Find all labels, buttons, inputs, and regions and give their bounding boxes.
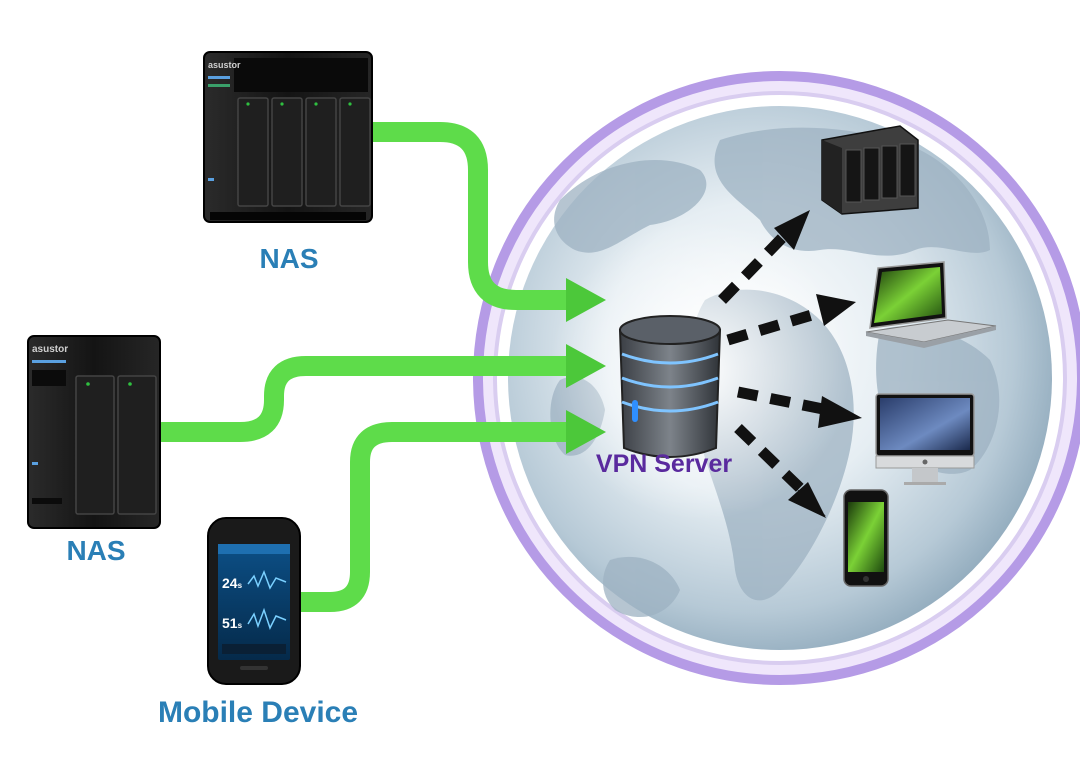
nas-top-brand: asustor bbox=[208, 60, 241, 70]
arrowhead-laptop bbox=[816, 294, 856, 326]
phone-chart-1 bbox=[247, 569, 287, 590]
flow-path-top-nas bbox=[362, 122, 582, 310]
outgoing-arrowheads bbox=[774, 210, 862, 518]
arrowhead-iphone-tip bbox=[788, 482, 826, 518]
phone-chart-2 bbox=[247, 607, 287, 630]
remote-nas-icon bbox=[821, 125, 919, 215]
phone-reading-1: 24s bbox=[222, 575, 243, 591]
mobile-device-label: Mobile Device bbox=[158, 696, 358, 729]
vpn-server-label: VPN Server bbox=[596, 450, 732, 478]
flow-path-mobile bbox=[288, 422, 582, 612]
nas-left-label: NAS bbox=[66, 535, 125, 566]
flow-arrowhead-bottom bbox=[566, 410, 606, 454]
arrowhead-imac bbox=[818, 396, 862, 428]
smartphone-icon: 24s 51s bbox=[207, 517, 301, 685]
laptop-icon bbox=[865, 261, 997, 348]
flow-pipes bbox=[152, 122, 606, 612]
nas-4bay-icon: asustor bbox=[203, 51, 373, 223]
nas-2bay-icon: asustor bbox=[27, 335, 161, 529]
nas-left-brand: asustor bbox=[32, 344, 68, 355]
nas-top-label: NAS bbox=[259, 243, 318, 274]
iphone-icon bbox=[843, 489, 889, 587]
arrow-to-laptop bbox=[726, 306, 824, 346]
phone-reading-2: 51s bbox=[222, 615, 243, 631]
arrow-to-iphone bbox=[734, 424, 806, 494]
flow-path-left-nas bbox=[152, 356, 582, 442]
outgoing-arrows bbox=[718, 234, 830, 494]
arrow-to-imac bbox=[736, 386, 830, 416]
vpn-server-icon bbox=[618, 315, 722, 458]
arrowhead-remote-nas bbox=[774, 210, 810, 250]
globe bbox=[473, 71, 1080, 685]
imac-icon bbox=[875, 393, 975, 485]
arrow-to-remote-nas bbox=[718, 234, 786, 304]
flow-arrowhead-middle bbox=[566, 344, 606, 388]
flow-arrowhead-top bbox=[566, 278, 606, 322]
